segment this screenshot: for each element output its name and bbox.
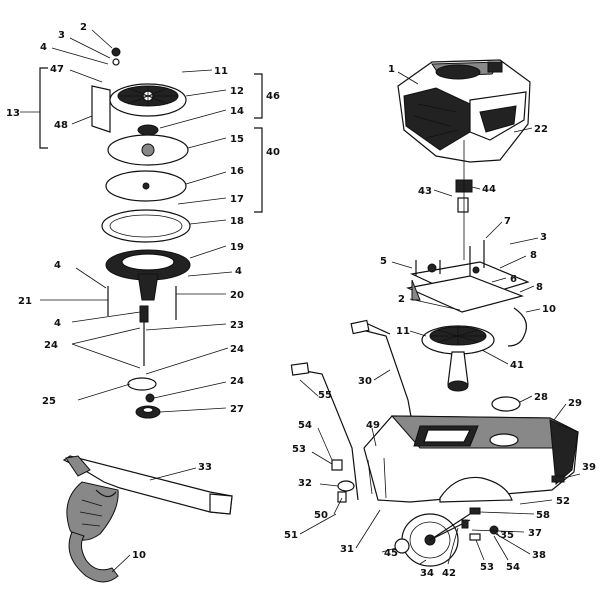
callout-4: 4	[235, 266, 242, 277]
callout-42: 42	[442, 568, 456, 579]
callout-49: 49	[366, 420, 380, 431]
callout-46: 46	[266, 91, 280, 102]
callout-37: 37	[528, 528, 542, 539]
housing-19	[105, 249, 191, 301]
callout-18: 18	[230, 216, 244, 227]
callout-52: 52	[556, 496, 570, 507]
pump-assembly	[39, 47, 263, 419]
callout-35: 35	[500, 530, 514, 541]
bracket-part	[91, 85, 111, 133]
callout-45: 45	[384, 548, 398, 559]
callout-11: 11	[214, 66, 228, 77]
callout-28: 28	[534, 392, 548, 403]
callout-15: 15	[230, 134, 244, 145]
callout-44: 44	[482, 184, 496, 195]
callout-3: 3	[540, 232, 547, 243]
tank-29	[363, 415, 579, 503]
handle-55	[299, 369, 359, 501]
callout-34: 34	[420, 568, 434, 579]
callout-39: 39	[582, 462, 596, 473]
callout-10: 10	[132, 550, 146, 561]
pump-head	[109, 83, 187, 117]
callout-27: 27	[230, 404, 244, 415]
engine-1	[397, 59, 531, 163]
bracket-13	[39, 67, 48, 149]
small-parts	[331, 459, 565, 541]
callout-32: 32	[298, 478, 312, 489]
callout-7: 7	[504, 216, 511, 227]
callout-4: 4	[54, 260, 61, 271]
callout-1: 1	[388, 64, 395, 75]
mount-plate	[406, 140, 530, 313]
callout-20: 20	[230, 290, 244, 301]
callout-51: 51	[284, 530, 298, 541]
callout-40: 40	[266, 147, 280, 158]
callout-50: 50	[314, 510, 328, 521]
spray-gun	[62, 455, 233, 583]
callout-25: 25	[42, 396, 56, 407]
callout-13: 13	[6, 108, 20, 119]
callout-12: 12	[230, 86, 244, 97]
callout-4: 4	[54, 318, 61, 329]
callout-43: 43	[418, 186, 432, 197]
callout-3: 3	[58, 30, 65, 41]
right-leader-lines	[299, 71, 581, 565]
callout-14: 14	[230, 106, 244, 117]
callout-6: 6	[510, 274, 517, 285]
callout-54: 54	[298, 420, 312, 431]
fitting-43	[457, 197, 469, 213]
callout-4: 4	[40, 42, 47, 53]
callout-10: 10	[542, 304, 556, 315]
left-leader-lines	[20, 29, 233, 413]
hose-10	[507, 307, 527, 347]
callout-58: 58	[536, 510, 550, 521]
callout-24: 24	[44, 340, 58, 351]
callout-38: 38	[532, 550, 546, 561]
callout-16: 16	[230, 166, 244, 177]
callout-53: 53	[292, 444, 306, 455]
callout-21: 21	[18, 296, 32, 307]
callout-53: 53	[480, 562, 494, 573]
callout-2: 2	[80, 22, 87, 33]
callout-5: 5	[380, 256, 387, 267]
gasket-18	[101, 209, 191, 243]
callout-17: 17	[230, 194, 244, 205]
callout-19: 19	[230, 242, 244, 253]
callout-22: 22	[534, 124, 548, 135]
callout-23: 23	[230, 320, 244, 331]
seal-25	[127, 377, 157, 391]
callout-2: 2	[398, 294, 405, 305]
callout-55: 55	[318, 390, 332, 401]
callout-11: 11	[396, 326, 410, 337]
callout-30: 30	[358, 376, 372, 387]
plate-16	[105, 170, 187, 202]
callout-29: 29	[568, 398, 582, 409]
callout-54: 54	[506, 562, 520, 573]
stem-23	[139, 305, 149, 366]
bracket-46	[254, 73, 263, 119]
callout-8: 8	[530, 250, 537, 261]
callout-47: 47	[50, 64, 64, 75]
bracket-40	[254, 127, 263, 213]
callout-33: 33	[198, 462, 212, 473]
callout-24: 24	[230, 344, 244, 355]
callout-labels: 2 3 4 47 13 48 11 12 46 14 15 40 16 17 1…	[6, 22, 596, 579]
screw-part	[111, 47, 121, 66]
nut-27	[135, 405, 161, 419]
cap-45	[394, 538, 410, 554]
diaphragm-15	[107, 134, 189, 166]
pump-head-right	[421, 325, 495, 392]
washer-14	[137, 124, 159, 136]
callout-8: 8	[536, 282, 543, 293]
ring-28	[491, 396, 521, 412]
callout-31: 31	[340, 544, 354, 555]
callout-48: 48	[54, 120, 68, 131]
callout-41: 41	[510, 360, 524, 371]
callout-24: 24	[230, 376, 244, 387]
handle-30	[361, 329, 413, 423]
